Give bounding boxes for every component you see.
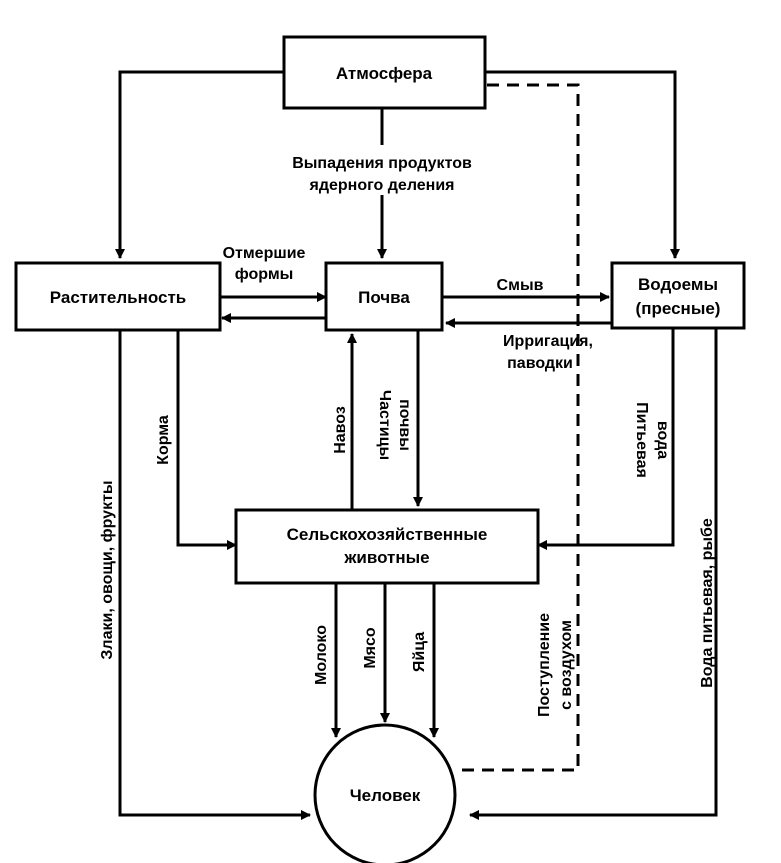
fallout-label-line2: ядерного деления [308,177,454,194]
soil-box [324,261,444,332]
atmosphere-label: Атмосфера [336,64,433,83]
dead-forms-label-line1: Отмершие [223,245,306,262]
human-label: Человек [350,786,421,805]
irrigation-label-line2: паводки [507,355,573,372]
vegetation-box [14,261,222,332]
vegetation-node: Растительность [14,261,222,332]
water-box [610,261,746,330]
arrow-water-to-animals [537,328,675,550]
meat-label: Мясо [362,627,379,669]
arrow-water-to-human [469,328,718,820]
human-circle [313,723,457,863]
soil-particles-label-line1: Частицы [376,390,393,460]
animals-label-line1: Сельскохозяйственные [287,525,488,544]
airborne-label-line1: Поступление [536,613,553,717]
drinking-water-label-line1: Питьевая [633,402,650,478]
arrow-vegetation-to-animals [176,330,237,550]
animals-node: Сельскохозяйственные животные [234,508,540,585]
manure-label: Навоз [332,406,349,454]
milk-label: Молоко [313,625,330,685]
water-fish-label: Вода питьевая, рыбе [699,518,716,688]
edge-labels: Выпадения продуктов ядерного деления Отм… [223,155,593,372]
arrow-vegetation-to-human [118,330,311,820]
fallout-label-line1: Выпадения продуктов [292,155,472,172]
human-node: Человек [313,723,457,863]
soil-label: Почва [358,288,410,307]
soil-particles-label-line2: почвы [396,399,413,451]
drinking-water-label-line2: вода [654,421,671,459]
airborne-label-line2: с воздухом [558,620,575,710]
soil-node: Почва [324,261,444,332]
water-node: Водоемы (пресные) [610,261,746,330]
vegetation-label: Растительность [50,288,187,307]
dashed-airborne-path [460,83,580,772]
arrow-atmosphere-to-water [485,70,680,259]
dead-forms-label-line2: формы [235,266,294,283]
eggs-label: Яйца [411,632,428,672]
washout-label: Смыв [497,277,544,294]
arrow-atmosphere-to-vegetation [115,70,284,259]
water-label-line1: Водоемы [638,275,718,294]
animals-box [234,508,540,585]
connectors [115,70,718,820]
grains-label: Злаки, овощи, фрукты [99,480,116,659]
atmosphere-box [282,35,487,110]
feed-label: Корма [155,415,172,465]
irrigation-label-line1: Ирригация, [503,333,593,350]
animals-label-line2: животные [343,548,429,567]
vertical-edge-labels: Корма Навоз Частицы почвы Питьевая вода … [99,390,716,717]
atmosphere-node: Атмосфера [282,35,487,110]
water-label-line2: (пресные) [636,299,721,318]
